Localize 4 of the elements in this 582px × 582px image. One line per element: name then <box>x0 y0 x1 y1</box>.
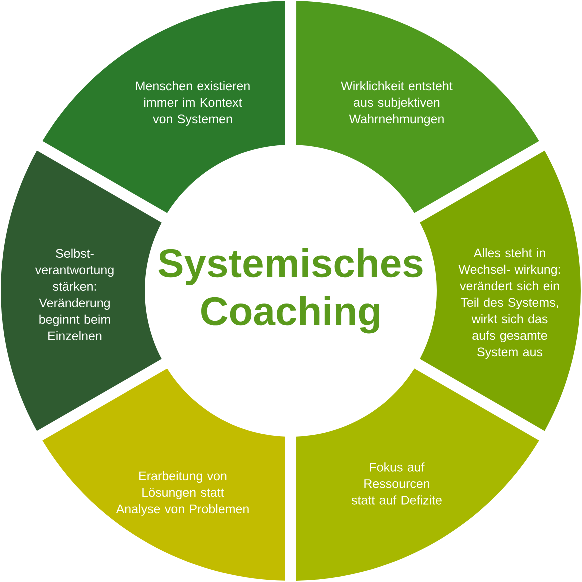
segment: Menschen existieren immer im Kontext von Systemen <box>42 1 286 214</box>
segment: Wirklichkeit entsteht aus subjektiven Wahrnehmungen <box>296 1 540 214</box>
segment: Fokus auf Ressourcen statt auf Defizite <box>296 368 540 581</box>
segment: Erarbeitung von Lösungen statt Analyse von Problemen <box>42 368 286 581</box>
